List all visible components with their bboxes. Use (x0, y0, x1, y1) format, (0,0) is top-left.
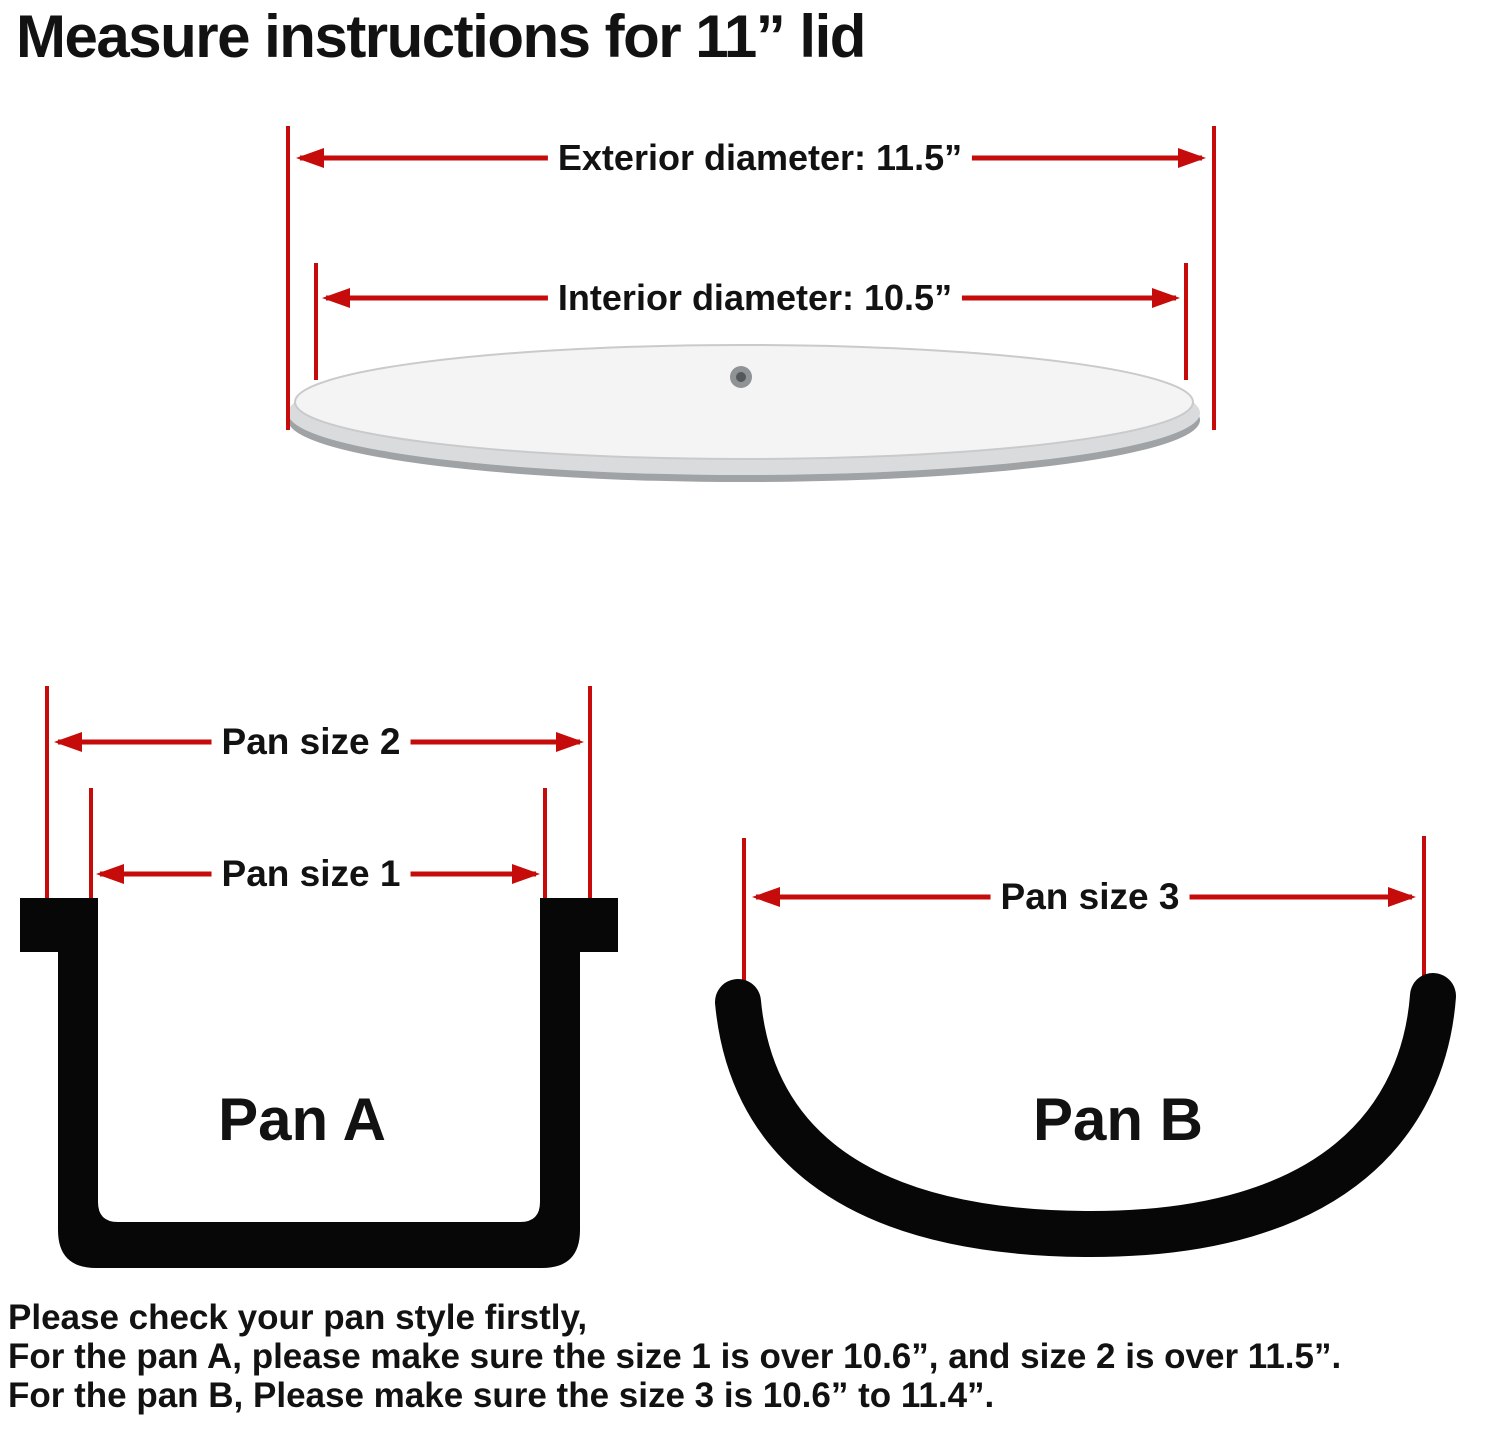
interior-diameter-label: Interior diameter: 10.5” (547, 277, 963, 319)
pan-size-2-label: Pan size 2 (211, 721, 411, 763)
lid-glass (294, 344, 1194, 460)
pansize2-left-arrowhead (54, 732, 82, 752)
interior-left-arrowhead (322, 288, 350, 308)
instruction-notes: Please check your pan style firstly, For… (8, 1298, 1341, 1415)
exterior-diameter-label: Exterior diameter: 11.5” (547, 137, 973, 179)
note-line-1: Please check your pan style firstly, (8, 1298, 588, 1337)
pansize3-right-arrowhead (1388, 887, 1416, 907)
arrowheads (54, 148, 1416, 907)
pan-size-1-label: Pan size 1 (211, 853, 411, 895)
exterior-right-arrowhead (1178, 148, 1206, 168)
dimension-arrows (58, 155, 1412, 900)
pan-b-name: Pan B (1032, 1086, 1204, 1153)
exterior-left-arrowhead (296, 148, 324, 168)
pan-a-shape (20, 898, 618, 1268)
note-line-3: For the pan B, Please make sure the size… (8, 1376, 995, 1415)
pan-b-shape (715, 973, 1456, 1258)
pan-size-3-label: Pan size 3 (990, 876, 1190, 918)
pansize1-left-arrowhead (96, 864, 124, 884)
interior-right-arrowhead (1152, 288, 1180, 308)
pansize3-left-arrowhead (752, 887, 780, 907)
pansize1-right-arrowhead (512, 864, 540, 884)
note-line-2: For the pan A, please make sure the size… (8, 1337, 1342, 1376)
pan-a-name: Pan A (218, 1086, 386, 1153)
pansize2-right-arrowhead (556, 732, 584, 752)
lid-knob-center (736, 372, 746, 382)
page-title: Measure instructions for 11” lid (16, 3, 866, 70)
lid-illustration (288, 344, 1200, 482)
